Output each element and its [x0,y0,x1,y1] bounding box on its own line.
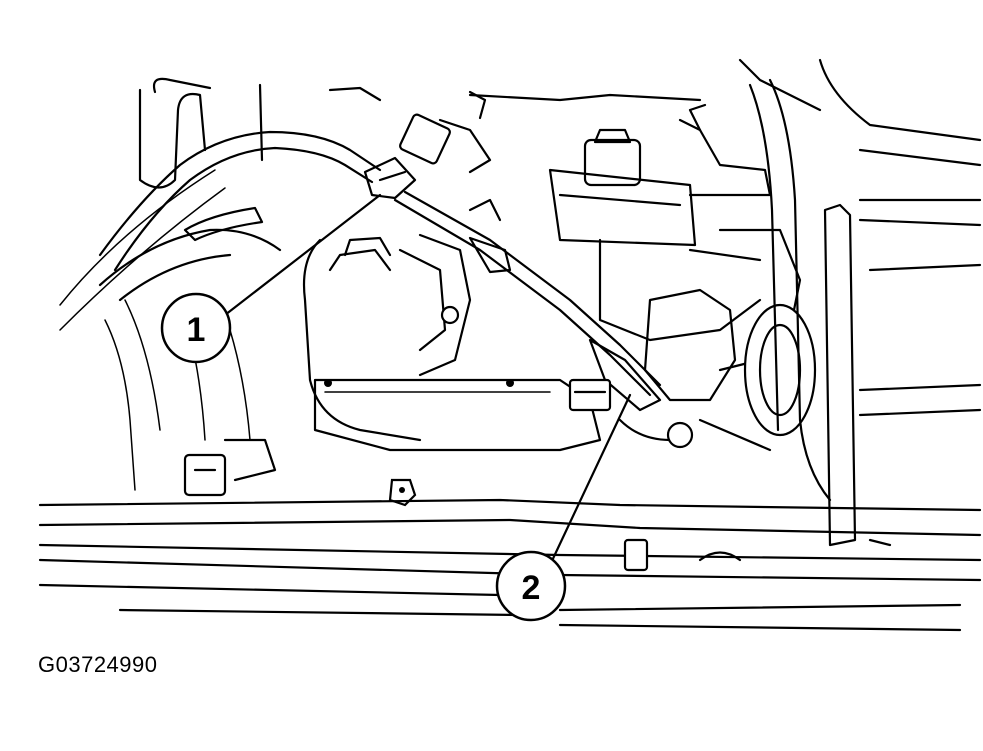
upper-connector [363,90,492,200]
right-hoses [748,78,982,547]
lower-left-connector [183,438,277,497]
intake-manifold [302,233,602,452]
callout-1-number: 1 [187,311,206,349]
sensor-wire [393,190,662,412]
leader-lines [223,193,632,567]
callout-2: 2 [495,550,567,622]
callout-1: 1 [160,292,232,364]
callout-2-number: 2 [522,569,541,607]
lower-sensor-connector [568,378,612,412]
left-fender [98,228,282,491]
callout-1-circle [160,292,232,364]
figure-id-label: G03724990 [38,652,158,677]
callout-2-circle [495,550,567,622]
upper-frame-outline [138,58,982,189]
crossmember [38,498,982,632]
